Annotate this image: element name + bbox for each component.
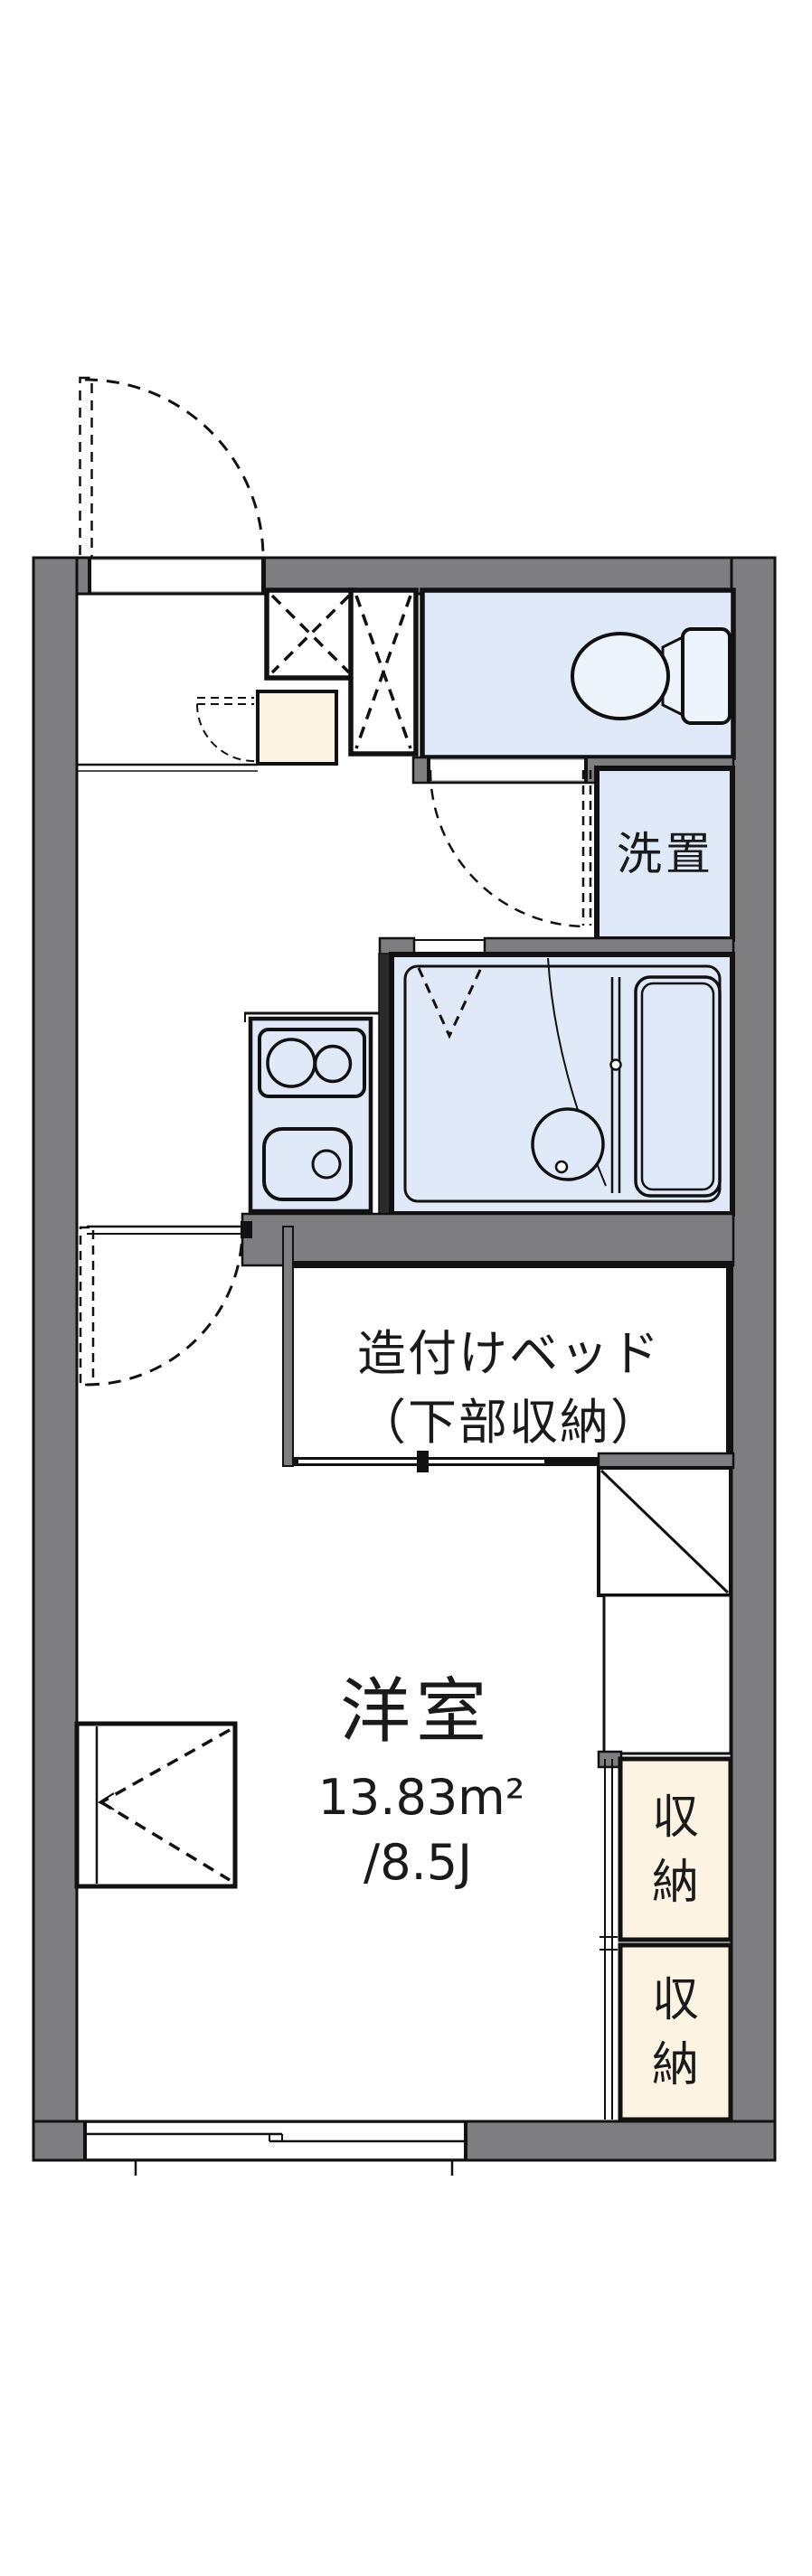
bottom-window — [83, 2121, 467, 2176]
washroom-door-swing — [429, 769, 592, 928]
storage-upper-char2: 納 — [652, 1856, 699, 1910]
chevron-upper — [100, 1728, 231, 1804]
western-room: 洋室 13.83m² /8.5J — [318, 1671, 525, 1891]
entrance-door-arc — [84, 378, 265, 559]
toilet-icon — [571, 627, 732, 725]
bed-interior — [283, 1261, 733, 1466]
bath-basin-circle — [531, 1107, 605, 1181]
entry-opening-cap-left — [88, 558, 91, 594]
bathtub-inner — [640, 982, 715, 1191]
chevron-closet — [74, 1721, 238, 1889]
bedroom-door-arc — [86, 1228, 244, 1387]
diagonal-box-line — [600, 1469, 730, 1594]
band-refrigerator-top — [597, 1452, 735, 1470]
entrance-door-leaf — [79, 376, 93, 559]
bed-label-line2: （下部収納） — [357, 1394, 661, 1451]
bedroom-door-swing — [79, 1226, 244, 1387]
open-space-box — [602, 1594, 732, 1755]
bedroom-doorway — [87, 1221, 252, 1238]
washer-room: 洗置 — [594, 766, 735, 942]
toilet-tank — [681, 627, 732, 725]
bed-left-wall — [282, 1226, 294, 1467]
storage-lower-char2: 納 — [652, 2038, 699, 2092]
bed-border-bottom-tick — [417, 1451, 429, 1472]
washroom-door-arc — [429, 769, 588, 928]
washer-room-label: 洗置 — [617, 828, 714, 880]
washroom-doorway-gap — [430, 759, 586, 781]
bed-border-top — [290, 1261, 733, 1268]
bath-basin-icon — [531, 1107, 605, 1181]
bath-folding-door-icon — [417, 967, 483, 1039]
western-room-area-m2: 13.83m² — [318, 1769, 525, 1826]
sink-drain — [311, 1149, 342, 1180]
bed-border-right — [726, 1261, 733, 1466]
stove-burner-right — [313, 1044, 353, 1084]
sink-frame — [262, 1127, 353, 1201]
genkan-step — [77, 763, 258, 772]
storage-upper-box — [618, 1756, 733, 1942]
entry-opening — [88, 558, 266, 594]
storage-upper-char1: 収 — [652, 1791, 699, 1845]
entrance-door-swing — [79, 376, 265, 559]
cabinet-door-swing — [196, 697, 255, 762]
bath-room — [389, 952, 735, 1217]
bath-door-knob-icon — [609, 1058, 622, 1071]
storage-top-step — [597, 1750, 623, 1769]
band-below-kitchen — [241, 1212, 735, 1267]
x-closet-box2-diag2 — [354, 595, 412, 749]
shoe-box — [256, 690, 338, 766]
chevron-lower — [100, 1800, 231, 1882]
western-room-area-jo: /8.5J — [364, 1834, 472, 1891]
wall-left — [32, 556, 79, 2162]
bath-basin-drain — [554, 1160, 569, 1174]
toilet-bowl — [571, 632, 670, 720]
storage-lower-box — [618, 1942, 733, 2122]
storage-lower-char1: 収 — [652, 1973, 699, 2027]
wall-right — [730, 556, 777, 2162]
kitchen — [244, 1011, 379, 1214]
chevron-closet-box — [74, 1721, 238, 1889]
bed-label-line1: 造付けベッド — [357, 1325, 661, 1382]
entry-opening-cap-right — [261, 558, 266, 594]
storage-column: 収 納 収 納 — [597, 1750, 733, 2122]
x-closet-box1-diag2 — [270, 594, 351, 674]
x-closet-box1-diag1 — [270, 594, 351, 674]
washer-room-floor — [594, 766, 735, 942]
storage-lower: 収 納 — [618, 1942, 733, 2122]
window-cap-left — [83, 2121, 87, 2160]
stove-frame — [258, 1028, 366, 1098]
storage-upper: 収 納 — [618, 1756, 733, 1942]
cabinet-door-arc — [196, 703, 255, 762]
toilet-room — [420, 588, 736, 760]
bathtub-icon — [634, 975, 722, 1198]
bath-door-panel — [609, 977, 622, 1193]
entry-opening-gap — [90, 559, 263, 592]
chevron-arrowhead — [97, 1792, 115, 1810]
refrigerator-space — [597, 1452, 735, 1755]
stove-icon — [258, 1028, 366, 1098]
built-in-bed: 造付けベッド （下部収納） — [282, 1226, 733, 1472]
sink-icon — [262, 1127, 353, 1201]
washroom-doorway-cap-right — [584, 757, 588, 783]
bedroom-door-leaf — [79, 1226, 95, 1387]
storage-x-closet — [264, 588, 419, 757]
bathtub-outer — [634, 975, 722, 1198]
washroom-doorway-cap-left — [427, 757, 430, 783]
western-room-name: 洋室 — [340, 1671, 492, 1753]
